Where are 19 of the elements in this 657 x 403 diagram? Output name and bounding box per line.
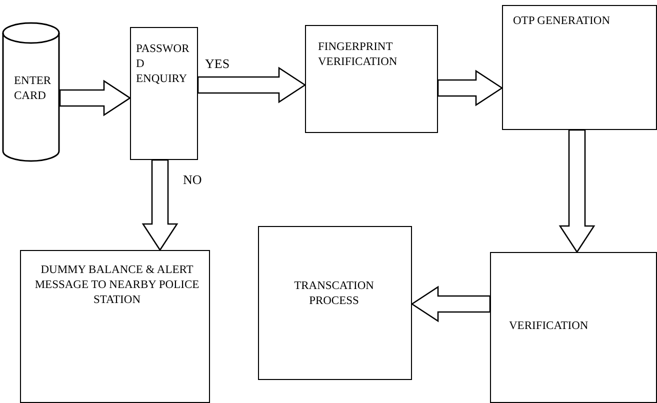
block-arrow	[410, 286, 491, 322]
node-text: PASSWOR D ENQUIRY	[136, 42, 190, 87]
node-text: ENTER CARD	[14, 74, 52, 104]
node-text: DUMMY BALANCE & ALERT MESSAGE TO NEARBY POLICE STATION	[34, 263, 200, 308]
node-text: OTP GENERATION	[513, 14, 611, 29]
process-box	[490, 252, 657, 403]
process-box	[258, 226, 412, 380]
process-box	[20, 250, 210, 403]
node-text: FINGERPRINT VERIFICATION	[318, 40, 398, 70]
block-arrow	[558, 129, 596, 254]
block-arrow	[59, 80, 132, 116]
process-box	[502, 5, 657, 130]
block-arrow	[142, 159, 178, 252]
process-box	[305, 25, 438, 133]
block-arrow	[197, 66, 306, 104]
process-box	[130, 27, 198, 160]
node-text: TRANSCATION PROCESS	[293, 279, 375, 309]
block-arrow	[437, 70, 504, 106]
node-text: VERIFICATION	[509, 319, 590, 334]
